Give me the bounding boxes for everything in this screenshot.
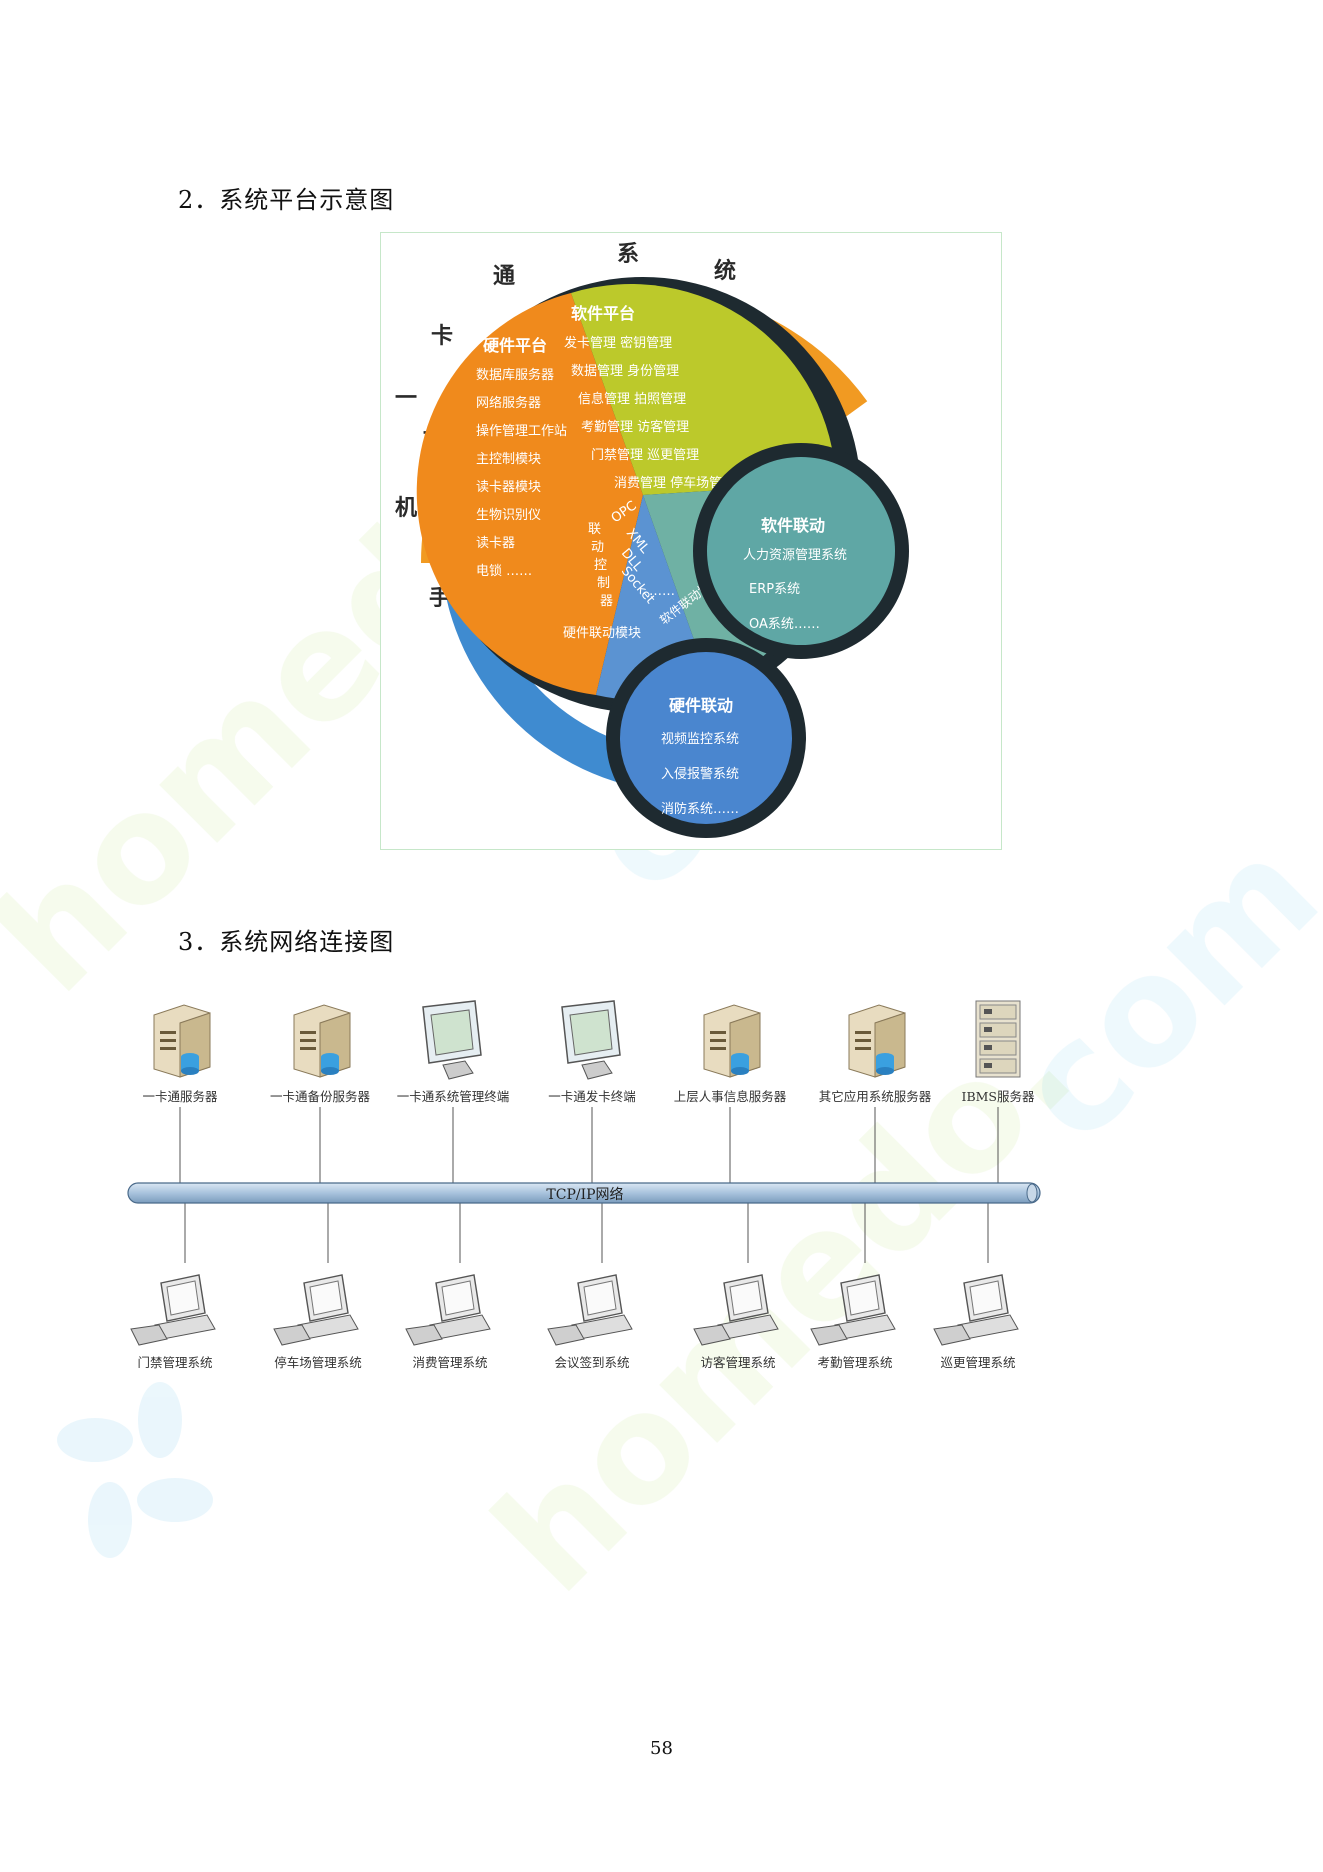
controller-char: 联 <box>588 522 601 537</box>
network-node-label: 会议签到系统 <box>554 1355 629 1370</box>
controller-char: 制 <box>597 576 610 591</box>
software-item: 发卡管理 密钥管理 <box>564 335 672 351</box>
page-number: 58 <box>650 1738 673 1759</box>
hardware-item: 数据库服务器 <box>476 367 554 383</box>
hardware-linkage-circle <box>620 652 792 824</box>
software-linkage-title: 软件联动 <box>761 516 825 535</box>
ring-char: 卡 <box>431 324 453 349</box>
software-linkage-item: OA系统…… <box>749 617 820 632</box>
software-item: 信息管理 拍照管理 <box>578 391 686 407</box>
software-item: 考勤管理 访客管理 <box>581 419 689 435</box>
ring-char: 系 <box>617 242 639 267</box>
hardware-linkage-title: 硬件联动 <box>669 696 733 715</box>
network-bottom-node: 消费管理系统 <box>405 1274 491 1370</box>
hardware-item: 电锁 …… <box>476 563 532 579</box>
protocol-item: …… <box>649 584 675 599</box>
network-node-label: 一卡通服务器 <box>142 1089 218 1104</box>
software-linkage-circle <box>707 457 895 645</box>
ring-char: 一 <box>395 386 417 411</box>
network-bottom-node: 考勤管理系统 <box>810 1274 896 1370</box>
network-node-label: 巡更管理系统 <box>940 1355 1015 1370</box>
network-node-label: 考勤管理系统 <box>817 1355 892 1370</box>
network-bottom-node: 会议签到系统 <box>547 1274 633 1370</box>
network-node-label: 一卡通系统管理终端 <box>397 1089 510 1104</box>
network-bottom-node: 访客管理系统 <box>693 1274 779 1370</box>
network-top-node: 一卡通系统管理终端 <box>397 1000 510 1104</box>
ring-char: 统 <box>714 258 736 284</box>
network-node-label: 其它应用系统服务器 <box>819 1089 932 1104</box>
network-node-label: 停车场管理系统 <box>274 1355 362 1370</box>
network-bottom-node: 巡更管理系统 <box>933 1274 1019 1370</box>
software-title: 软件平台 <box>571 304 635 323</box>
hardware-linkage-item: 消防系统…… <box>661 801 739 817</box>
network-top-node: 其它应用系统服务器 <box>819 1004 932 1104</box>
network-node-label: 门禁管理系统 <box>137 1355 212 1370</box>
hardware-item: 主控制模块 <box>476 452 541 467</box>
section-title-network: 3．系统网络连接图 <box>178 928 395 956</box>
software-linkage-item: ERP系统 <box>749 582 800 597</box>
network-node-label: IBMS服务器 <box>962 1089 1035 1104</box>
hardware-sector <box>416 293 643 695</box>
hardware-item: 生物识别仪 <box>476 508 541 523</box>
hardware-linkage-module: 硬件联动模块 <box>563 626 641 641</box>
network-node-label: 一卡通备份服务器 <box>270 1089 371 1104</box>
hardware-item: 网络服务器 <box>476 395 541 411</box>
hardware-linkage-item: 视频监控系统 <box>661 732 739 747</box>
controller-char: 动 <box>591 540 604 555</box>
controller-char: 器 <box>600 594 613 609</box>
software-linkage-item: 人力资源管理系统 <box>743 548 847 563</box>
network-node-label: 一卡通发卡终端 <box>548 1089 636 1104</box>
ring-char: 通 <box>493 264 515 289</box>
software-item: 消费管理 停车场管理 <box>614 475 735 491</box>
controller-char: 控 <box>594 558 607 573</box>
network-node-label: 上层人事信息服务器 <box>674 1089 787 1104</box>
hardware-linkage-item: 入侵报警系统 <box>661 766 739 782</box>
network-top-node: 一卡通备份服务器 <box>270 1004 371 1104</box>
hardware-item: 读卡器 <box>476 536 515 551</box>
tcp-ip-backbone <box>127 1182 1041 1204</box>
network-node-label: 消费管理系统 <box>412 1355 487 1370</box>
network-node-label: 访客管理系统 <box>700 1355 775 1370</box>
software-item: 数据管理 身份管理 <box>571 363 679 379</box>
backbone-end <box>1026 1183 1038 1203</box>
network-bottom-node: 停车场管理系统 <box>273 1274 362 1370</box>
network-bottom-node: 门禁管理系统 <box>130 1274 216 1370</box>
hardware-item: 操作管理工作站 <box>476 423 567 439</box>
hardware-title: 硬件平台 <box>483 336 547 355</box>
software-item: 门禁管理 巡更管理 <box>591 448 699 463</box>
network-top-node: IBMS服务器 <box>962 1000 1035 1104</box>
ring-char: 机 <box>395 496 417 521</box>
backbone-label: TCP/IP网络 <box>546 1187 623 1203</box>
network-top-node: 上层人事信息服务器 <box>674 1004 787 1104</box>
hardware-item: 读卡器模块 <box>476 480 541 495</box>
platform-diagram: 一 卡 通 系 统 一 机 手 硬件平台 数据库服务器 网络服务器 操作管理工作… <box>380 232 1002 850</box>
network-top-node: 一卡通服务器 <box>142 1004 218 1104</box>
section-title-platform: 2．系统平台示意图 <box>178 186 395 214</box>
network-top-node: 一卡通发卡终端 <box>548 1000 636 1104</box>
software-sector <box>571 283 836 495</box>
network-diagram: TCP/IP网络 一卡通服务器 一卡通备份服务器 一卡通系统管理终端 一卡通发卡终端 上层… <box>120 995 1070 1385</box>
